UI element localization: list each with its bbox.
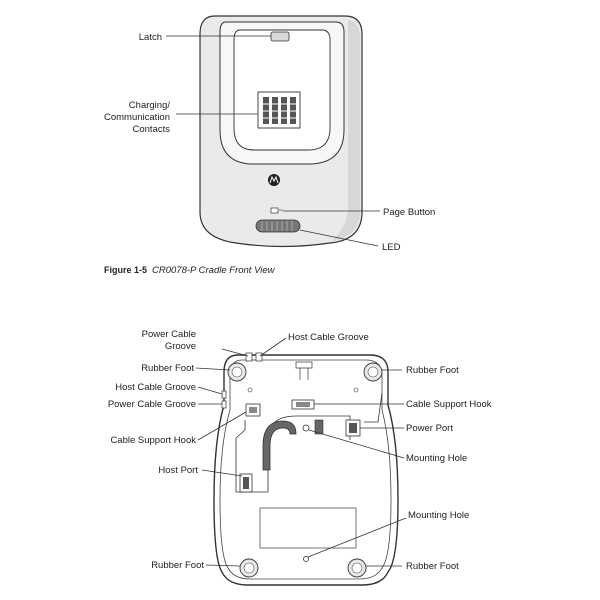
power-groove-left-label: Power Cable Groove bbox=[108, 399, 196, 410]
rubber-foot-tl-label: Rubber Foot bbox=[141, 363, 194, 374]
charging-label-line1: Charging/ bbox=[129, 100, 171, 111]
mounting-hole-lower-label: Mounting Hole bbox=[408, 510, 469, 521]
host-groove-top-label: Host Cable Groove bbox=[288, 332, 369, 343]
power-port-label: Power Port bbox=[406, 423, 453, 434]
host-port-leader bbox=[201, 469, 243, 477]
rubber-foot-bottom-left bbox=[239, 558, 259, 578]
mounting-hole-upper bbox=[302, 424, 310, 432]
mounting-hole-lower bbox=[303, 556, 309, 562]
hook-left-leader bbox=[197, 411, 247, 441]
hook-left-label: Cable Support Hook bbox=[110, 435, 196, 446]
left-cable-grooves bbox=[221, 390, 227, 409]
motorola-logo-icon bbox=[268, 174, 280, 186]
host-cable-curve bbox=[262, 420, 297, 471]
led-label: LED bbox=[382, 242, 401, 253]
host-groove-top-leader bbox=[259, 337, 287, 357]
rubber-foot-tl-leader bbox=[195, 367, 231, 371]
label-plate bbox=[259, 507, 357, 549]
mounting-hole-right-label: Mounting Hole bbox=[406, 453, 467, 464]
led-leader bbox=[299, 229, 379, 247]
host-groove-left-label: Host Cable Groove bbox=[115, 382, 196, 393]
top-center-slot bbox=[247, 361, 359, 393]
figure-number: Figure 1-5 bbox=[104, 265, 147, 275]
host-port bbox=[239, 473, 253, 493]
latch-label: Latch bbox=[139, 32, 162, 43]
top-cable-grooves bbox=[245, 352, 263, 362]
front-cavity-inner bbox=[233, 29, 331, 151]
rubber-foot-top-right bbox=[363, 362, 383, 382]
led bbox=[255, 219, 301, 233]
mounting-hole-right-leader bbox=[308, 429, 405, 459]
rubber-foot-bl-label: Rubber Foot bbox=[151, 560, 204, 571]
cable-support-hook-right bbox=[291, 399, 315, 410]
rubber-foot-tr-label: Rubber Foot bbox=[406, 365, 459, 376]
host-port-label: Host Port bbox=[158, 465, 198, 476]
page-button-label: Page Button bbox=[383, 207, 435, 218]
cradle-front-view: Latch Charging/ Communication Contacts P… bbox=[104, 15, 435, 253]
power-port bbox=[345, 419, 361, 437]
cable-channel-power bbox=[364, 392, 383, 423]
rubber-foot-bl-leader bbox=[205, 564, 241, 567]
rubber-foot-bottom-right bbox=[347, 558, 367, 578]
charging-label-line2: Communication bbox=[104, 112, 170, 123]
rubber-foot-top-left bbox=[227, 362, 247, 382]
dark-block bbox=[314, 419, 324, 435]
hook-right-label: Cable Support Hook bbox=[406, 399, 492, 410]
power-groove-top-label-line1: Power Cable bbox=[142, 329, 196, 340]
figure-title: CR0078-P Cradle Front View bbox=[152, 265, 276, 276]
cradle-bottom-view: Power Cable Groove Host Cable Groove Rub… bbox=[108, 329, 492, 586]
rubber-foot-br-label: Rubber Foot bbox=[406, 561, 459, 572]
front-body-shading bbox=[332, 20, 360, 241]
charging-label-line3: Contacts bbox=[133, 124, 171, 135]
cable-support-hook-left bbox=[245, 403, 261, 417]
power-groove-top-label-line2: Groove bbox=[165, 341, 196, 352]
charging-contacts bbox=[257, 91, 301, 129]
mounting-hole-lower-leader bbox=[307, 517, 407, 558]
page-button bbox=[270, 207, 283, 214]
host-groove-left-leader bbox=[197, 386, 223, 395]
power-groove-top-leader bbox=[221, 348, 249, 357]
latch bbox=[270, 31, 290, 42]
